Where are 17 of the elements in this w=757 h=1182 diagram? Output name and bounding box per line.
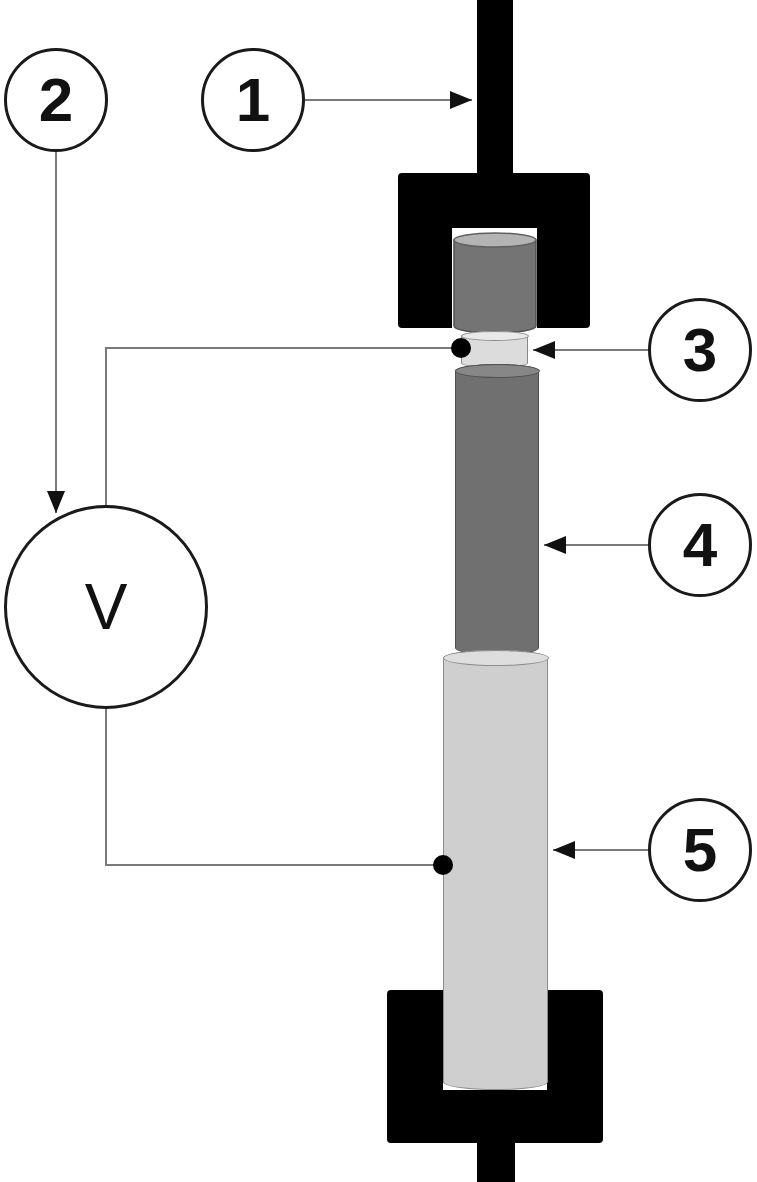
leader-arrow	[543, 536, 649, 554]
leader-arrow	[304, 91, 473, 109]
leader-arrow	[532, 341, 649, 359]
callout-number: 1	[201, 48, 305, 152]
wire	[105, 338, 471, 506]
pull-rod	[477, 0, 513, 175]
wire	[105, 708, 453, 875]
callout-number: 4	[648, 493, 752, 597]
lower-grip	[387, 990, 603, 1143]
leader-arrow	[47, 151, 65, 515]
voltmeter-symbol: V	[4, 505, 208, 709]
specimen-segment	[443, 650, 548, 1090]
callout-number: 3	[648, 298, 752, 402]
upper-grip	[398, 173, 590, 328]
callout-number: 2	[4, 48, 108, 152]
leader-arrow	[552, 841, 649, 859]
callout-number: 5	[648, 798, 752, 902]
